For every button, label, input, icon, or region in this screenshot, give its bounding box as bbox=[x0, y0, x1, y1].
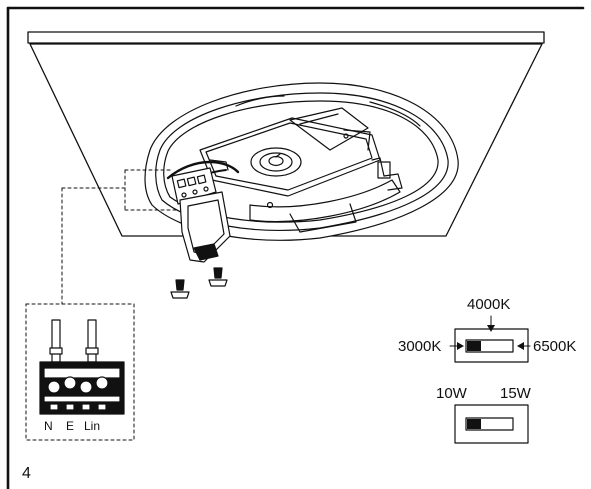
terminal-label-e: E bbox=[66, 419, 75, 433]
page-frame bbox=[6, 6, 585, 489]
wattage-10w-label: 10W bbox=[436, 385, 467, 402]
ceiling-panel bbox=[27, 31, 545, 237]
cct-3000k-label: 3000K bbox=[398, 338, 442, 355]
terminal-label-n: N bbox=[44, 419, 53, 433]
color-temperature-switch bbox=[449, 315, 531, 363]
cct-6500k-label: 6500K bbox=[533, 338, 577, 355]
terminal-block-detail bbox=[39, 319, 125, 415]
wattage-switch-knob bbox=[467, 419, 481, 429]
cct-switch-knob bbox=[467, 341, 481, 351]
mounting-screw-left bbox=[170, 279, 190, 299]
mounting-screw-right bbox=[208, 267, 228, 287]
page-number: 4 bbox=[22, 465, 31, 482]
wattage-15w-label: 15W bbox=[500, 385, 531, 402]
cct-4000k-label: 4000K bbox=[467, 296, 511, 313]
wattage-switch bbox=[454, 404, 529, 444]
light-fixture-base bbox=[144, 82, 459, 263]
connector-callout bbox=[25, 169, 177, 441]
terminal-label-lin: Lin bbox=[84, 419, 101, 433]
